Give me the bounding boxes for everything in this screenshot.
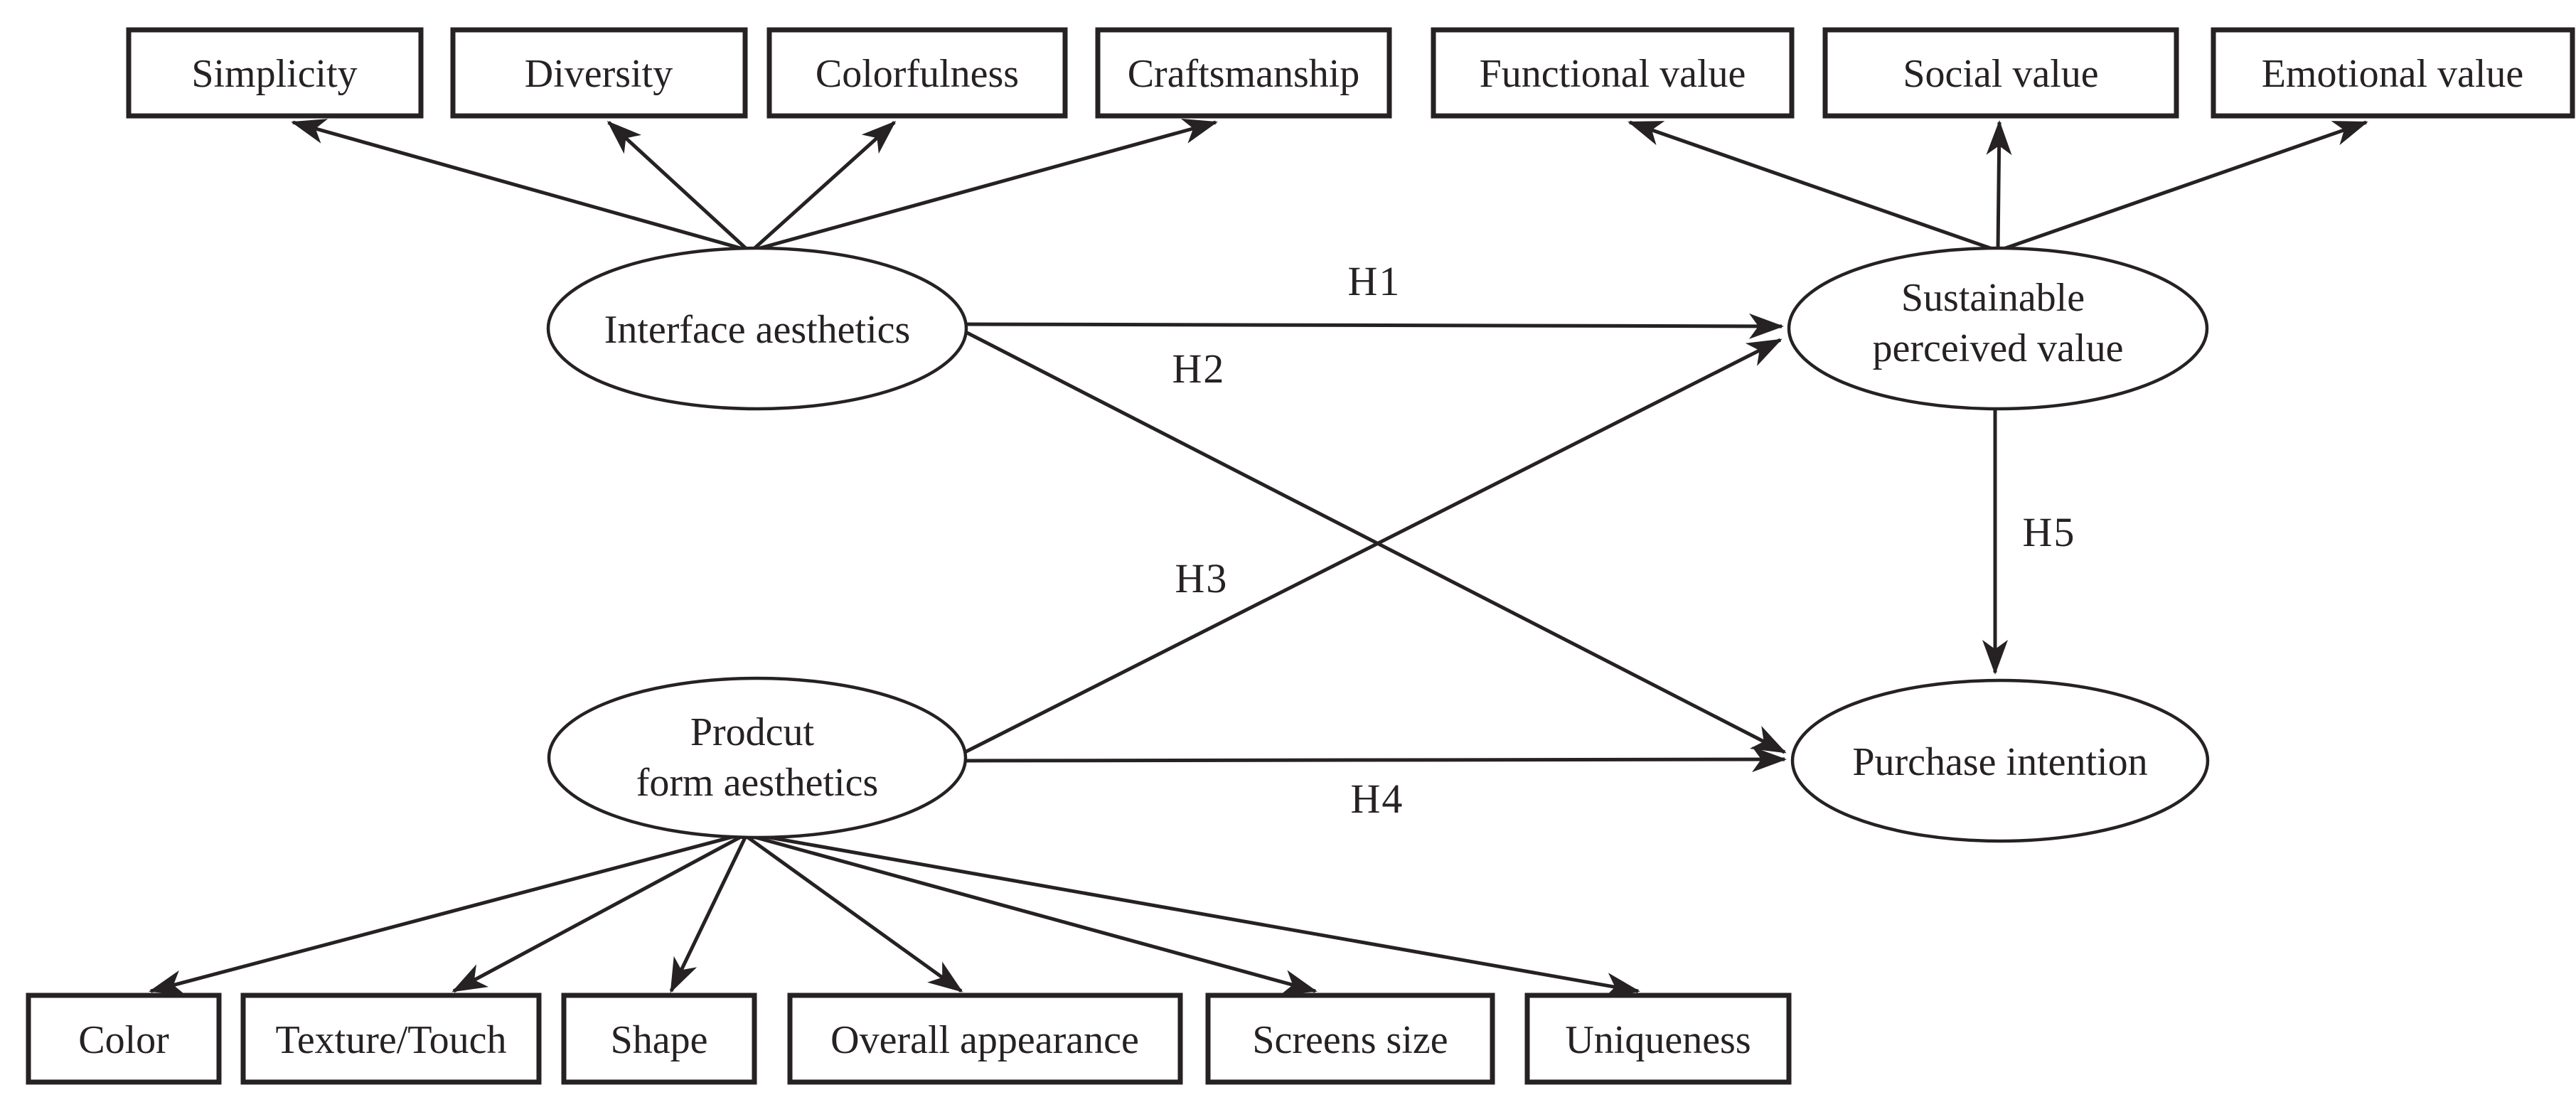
indicator-label-diversity: Diversity [525,52,673,96]
value-indicator-arrows [1628,120,2368,252]
arrow-ia-craftsmanship [752,118,1218,252]
indicator-box-uniqueness [1524,993,1792,1085]
arrow-pfa-screens [750,834,1318,995]
h3-label: H3 [1175,555,1229,601]
indicator-box-craftsmanship [1095,27,1392,119]
h2-label: H2 [1172,346,1226,392]
indicator-label-craftsmanship: Craftsmanship [1128,52,1360,96]
arrow-pfa-shape [669,836,747,993]
spv-label-line1: Sustainable [1901,276,2085,320]
indicator-label-simplicity: Simplicity [191,52,357,96]
indicator-label-emotional-value: Emotional value [2262,52,2524,96]
indicator-box-social-value [1822,27,2179,119]
pfa-label-line1: Prodcut [690,710,815,754]
indicator-label-texture-touch: Texture/Touch [276,1018,507,1062]
arrow-pfa-color [149,833,742,995]
latent-label-product-form-aesthetics: Prodcut form aesthetics [636,710,879,805]
indicator-label-colorfulness: Colorfulness [816,52,1019,96]
latent-label-interface-aesthetics: Interface aesthetics [604,308,911,352]
indicator-box-functional-value [1431,27,1795,119]
structural-arrows [963,313,2008,773]
arrow-pfa-uniqueness [753,833,1640,998]
indicator-box-texture-touch [240,993,542,1085]
indicator-box-overall-appearance [787,993,1183,1085]
interface-indicator-arrows [291,118,1218,252]
indicator-box-diversity [450,27,748,119]
indicator-label-color: Color [78,1018,169,1062]
arrow-pfa-overall [747,835,963,993]
indicator-label-shape: Shape [611,1018,708,1062]
indicator-box-colorfulness [766,27,1068,119]
indicator-label-social-value: Social value [1903,52,2098,96]
interface-indicator-boxes: Simplicity Diversity Colorfulness Crafts… [126,27,1392,119]
latent-ellipse-interface-aesthetics [546,246,968,411]
product-form-indicator-arrows [149,833,1640,998]
latent-variables: Interface aesthetics Sustainable perceiv… [546,246,2210,843]
arrow-h1-ia-to-spv [966,313,1784,339]
arrow-h4-pfa-to-pi [964,747,1787,773]
pfa-label-line2: form aesthetics [636,761,879,805]
indicator-box-color [26,993,222,1085]
h4-label: H4 [1351,776,1404,822]
indicator-label-screens-size: Screens size [1252,1018,1448,1062]
latent-ellipse-purchase-intention [1790,678,2210,843]
indicator-label-uniqueness: Uniqueness [1565,1018,1751,1062]
latent-ellipse-product-form-aesthetics [547,676,968,840]
indicator-label-functional-value: Functional value [1480,52,1746,96]
latent-label-purchase-intention: Purchase intention [1852,740,2147,784]
indicator-box-shape [561,993,757,1085]
latent-label-sustainable-perceived-value: Sustainable perceived value [1873,276,2124,370]
indicator-box-screens-size [1205,993,1495,1085]
h1-label: H1 [1348,258,1401,304]
arrow-h3-pfa-to-spv [963,338,1783,754]
h5-label: H5 [2023,509,2076,555]
arrow-ia-diversity [606,120,749,252]
arrow-spv-social [1986,120,2012,251]
arrow-spv-emotional [1999,120,2368,252]
arrow-ia-colorfulness [751,120,897,252]
indicator-box-emotional-value [2211,27,2575,119]
latent-ellipse-sustainable-perceived-value [1787,246,2209,411]
spv-label-line2: perceived value [1873,326,2124,370]
arrow-ia-simplicity [291,119,749,252]
arrow-pfa-texture [451,834,744,993]
value-indicator-boxes: Functional value Social value Emotional … [1431,27,2575,119]
product-form-indicator-boxes: Color Texture/Touch Shape Overall appear… [26,993,1792,1085]
indicator-box-simplicity [126,27,424,119]
arrow-spv-functional [1628,120,1997,252]
indicator-label-overall-appearance: Overall appearance [830,1018,1139,1062]
